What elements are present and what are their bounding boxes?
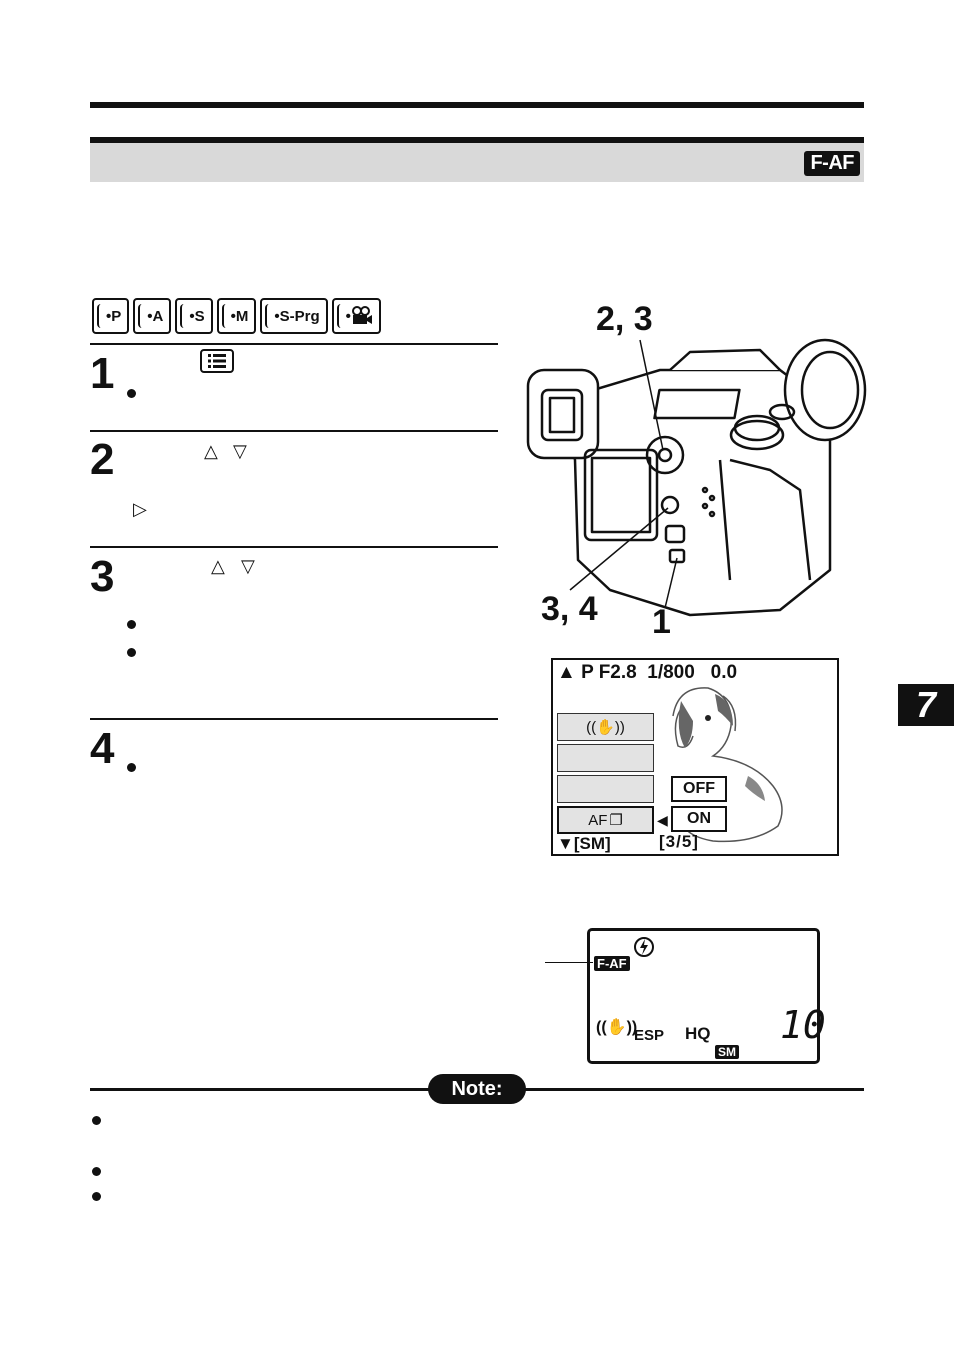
callout-3-4: 3, 4	[541, 590, 598, 628]
lcd-stabilizer-item[interactable]: ((✋))	[557, 713, 654, 741]
flash-off-icon	[634, 937, 654, 957]
camera-illustration-icon	[526, 338, 867, 617]
lcd-menu-screen: ▲ P F2.8 1/800 0.0 ((✋)) AF ❐ ◀ OFF ON ▼…	[551, 658, 839, 856]
mode-movie: •	[331, 298, 381, 334]
lcd-af-label: AF	[588, 811, 608, 829]
step4-bullet	[127, 763, 136, 772]
faf-indicator: F-AF	[594, 956, 630, 971]
step3-rule	[90, 546, 498, 548]
lcd-page-indicator: [3/5]	[659, 832, 699, 851]
step3-bullet	[127, 648, 136, 657]
hand-stabilizer-icon: ((✋))	[596, 1019, 638, 1036]
top-rule	[90, 102, 864, 108]
size-sm: SM	[715, 1045, 739, 1059]
right-arrow-icon: ▷	[133, 499, 147, 519]
lcd-menu-item-blank[interactable]	[557, 775, 654, 803]
mode-a: •A	[133, 298, 172, 334]
step3-number: 3	[90, 552, 115, 601]
faf-badge: F-AF	[804, 151, 860, 176]
mode-s-prg: •S-Prg	[260, 298, 328, 334]
step3-bullet	[127, 620, 136, 629]
up-arrow-icon: △	[204, 441, 218, 461]
note-label: Note:	[428, 1074, 526, 1104]
mode-icons: •P •A •S •M •S-Prg •	[92, 298, 381, 334]
up-arrow-icon: △	[211, 556, 225, 576]
step2-number: 2	[90, 435, 115, 484]
lcd-option-off[interactable]: OFF	[671, 776, 727, 802]
step4-number: 4	[90, 724, 115, 773]
chapter-tab: 7	[898, 684, 954, 726]
step2-rule	[90, 430, 498, 432]
step1-rule	[90, 343, 498, 345]
continuous-af-icon: ❐	[609, 812, 623, 829]
lcd-page-up-down: ▼[SM]	[557, 834, 611, 853]
lcd-menu-item-blank[interactable]	[557, 744, 654, 772]
step4-rule	[90, 718, 498, 720]
quality-hq: HQ	[685, 1024, 711, 1043]
movie-camera-icon	[351, 306, 372, 324]
note-bullet	[92, 1192, 101, 1201]
mode-s: •S	[175, 298, 213, 334]
selector-left-icon: ◀	[657, 812, 668, 828]
mode-p: •P	[92, 298, 130, 334]
callout-2-3: 2, 3	[596, 300, 653, 338]
lcd-option-on[interactable]: ON	[671, 806, 727, 832]
mode-m: •M	[216, 298, 257, 334]
hand-stabilizer-icon: ((✋))	[586, 719, 625, 736]
callout-1: 1	[652, 603, 671, 641]
metering-esp: ESP	[634, 1027, 665, 1044]
frames-remaining: 10	[780, 1003, 826, 1047]
menu-button-icon	[200, 349, 234, 373]
note-bullet	[92, 1167, 101, 1176]
step1-number: 1	[90, 349, 115, 398]
down-arrow-icon: ▽	[233, 441, 247, 461]
dog-photo-icon	[672, 687, 783, 843]
step1-bullet	[127, 389, 136, 398]
lcd-faf-item[interactable]: AF ❐	[557, 806, 654, 834]
down-arrow-icon: ▽	[241, 556, 255, 576]
control-panel-leader	[545, 962, 593, 963]
section-banner: F-AF	[90, 137, 864, 182]
note-bullet	[92, 1116, 101, 1125]
control-panel: F-AF ((✋)) ESP HQ SM 10	[587, 928, 826, 1064]
lcd-status-row: ▲ P F2.8 1/800 0.0	[557, 662, 738, 683]
